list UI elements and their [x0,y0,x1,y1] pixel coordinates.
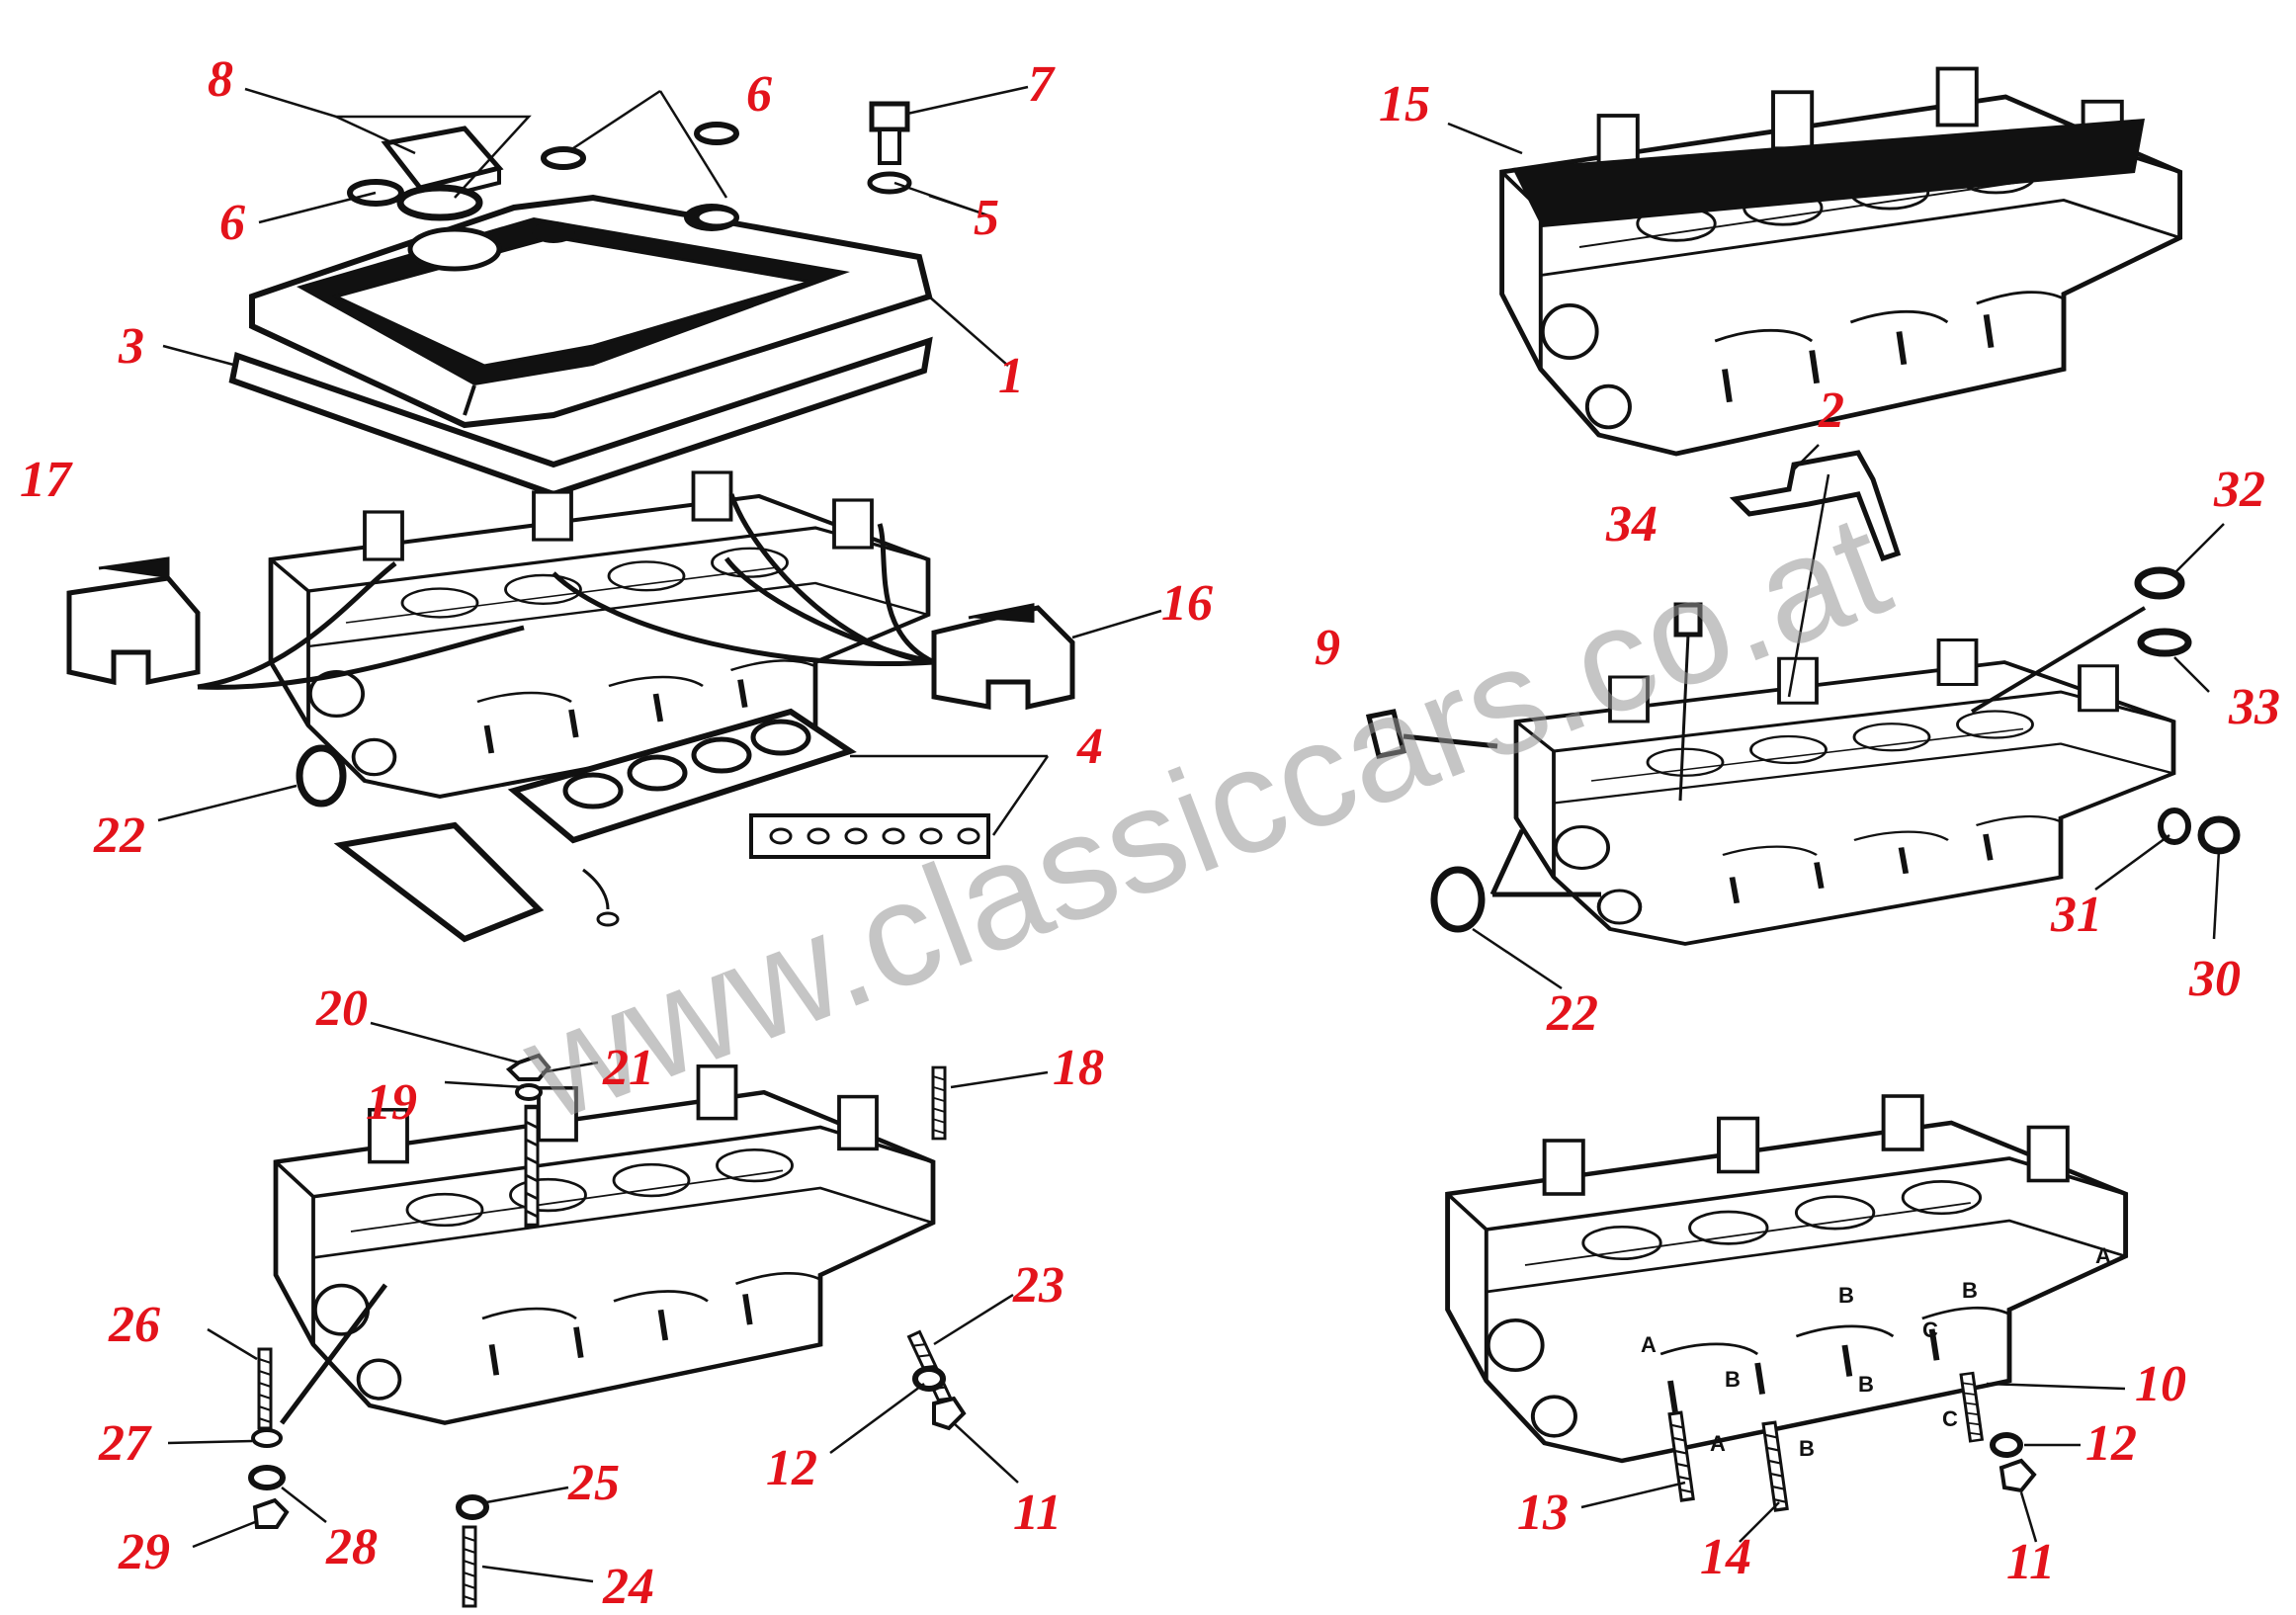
stud-letter-l-B2: B [1838,1283,1854,1308]
cylinder-head-lettered [1448,1096,2126,1461]
bracket-2 [1729,450,1902,562]
callout-c-21: 21 [603,1040,654,1096]
stud-letter-l-B4: B [1858,1372,1874,1397]
small-parts-bottom-right [1990,1432,2037,1493]
callout-c-10: 10 [2135,1356,2186,1412]
callout-c-12b: 12 [2085,1415,2137,1472]
callout-c-32: 32 [2214,462,2265,518]
callout-c-8: 8 [208,51,233,108]
callout-c-24: 24 [603,1559,654,1615]
leader-lines-mid-right [1472,444,2225,990]
callout-c-9: 9 [1315,620,1340,676]
core-plug-22a [296,744,347,808]
cap-arrows [197,493,936,690]
callout-c-5: 5 [974,190,999,246]
leader-lines-mid-left [157,609,1162,836]
cam-cap-17 [66,556,201,686]
callout-c-31: 31 [2051,887,2102,943]
stud-letter-l-A1: A [1641,1332,1657,1357]
callout-c-20: 20 [316,980,368,1037]
bolt-24 [462,1525,477,1608]
callout-c-26: 26 [109,1297,160,1353]
callout-c-25: 25 [568,1455,620,1511]
callout-c-11b: 11 [2006,1534,2056,1590]
stud-letter-l-A3: A [2095,1243,2111,1268]
callout-c-14: 14 [1700,1529,1751,1585]
front-gasket [333,821,620,943]
callout-c-22a: 22 [94,808,145,864]
leader-lines-bottom-right [1580,1382,2126,1543]
callout-c-33: 33 [2229,679,2280,735]
callout-c-4: 4 [1077,719,1103,775]
stud-letter-l-B5: B [1962,1278,1978,1303]
callout-c-7: 7 [1028,56,1054,113]
callout-c-22b: 22 [1547,985,1598,1042]
callout-c-34: 34 [1606,496,1658,552]
stud-letter-l-B3: B [1799,1436,1815,1461]
callout-c-28: 28 [326,1519,378,1575]
stud-14 [1761,1420,1789,1512]
valve-cover [249,194,933,429]
callout-c-1: 1 [998,348,1024,404]
callout-c-18: 18 [1053,1040,1104,1096]
bolt-26 [257,1347,273,1430]
callout-c-17: 17 [20,452,71,508]
stud-18 [931,1065,947,1141]
callout-c-19: 19 [366,1074,417,1131]
leader-lines-bottom-left [167,1021,1049,1583]
breather-plug [869,101,910,165]
stud-letter-l-C2: C [1942,1406,1958,1431]
stud-letter-l-A2: A [1710,1431,1726,1456]
leader-line-15 [1447,122,1523,155]
cap-9 [1365,709,1498,759]
callout-c-12a: 12 [766,1440,817,1496]
plug-30-31 [2158,808,2241,855]
callout-c-2: 2 [1819,382,1844,439]
stud-letter-l-C1: C [1922,1318,1938,1342]
stud-letter-l-B1: B [1725,1367,1741,1392]
callout-c-23: 23 [1013,1257,1064,1314]
callout-c-16: 16 [1161,575,1213,632]
callout-c-29: 29 [119,1524,170,1580]
leader-lines-cover [162,85,1029,368]
valve-stem-seal-strip [749,813,990,859]
callout-c-30: 30 [2189,951,2241,1007]
callout-c-3: 3 [119,318,144,375]
callout-c-6a: 6 [746,66,772,123]
cam-cap-16 [931,603,1075,711]
plug-32-33 [1970,566,2192,714]
callout-c-6b: 6 [219,195,245,251]
callout-c-15: 15 [1379,76,1430,132]
callout-c-27: 27 [99,1415,150,1472]
head-gasket [507,708,857,844]
callout-c-13: 13 [1517,1485,1569,1541]
small-parts-bottom-left [248,1053,967,1529]
core-plug-22b [1430,828,1601,933]
stud-34 [1673,602,1703,802]
cover-gasket [228,336,933,498]
head-shading [1512,119,2145,227]
callout-c-11a: 11 [1013,1485,1063,1541]
